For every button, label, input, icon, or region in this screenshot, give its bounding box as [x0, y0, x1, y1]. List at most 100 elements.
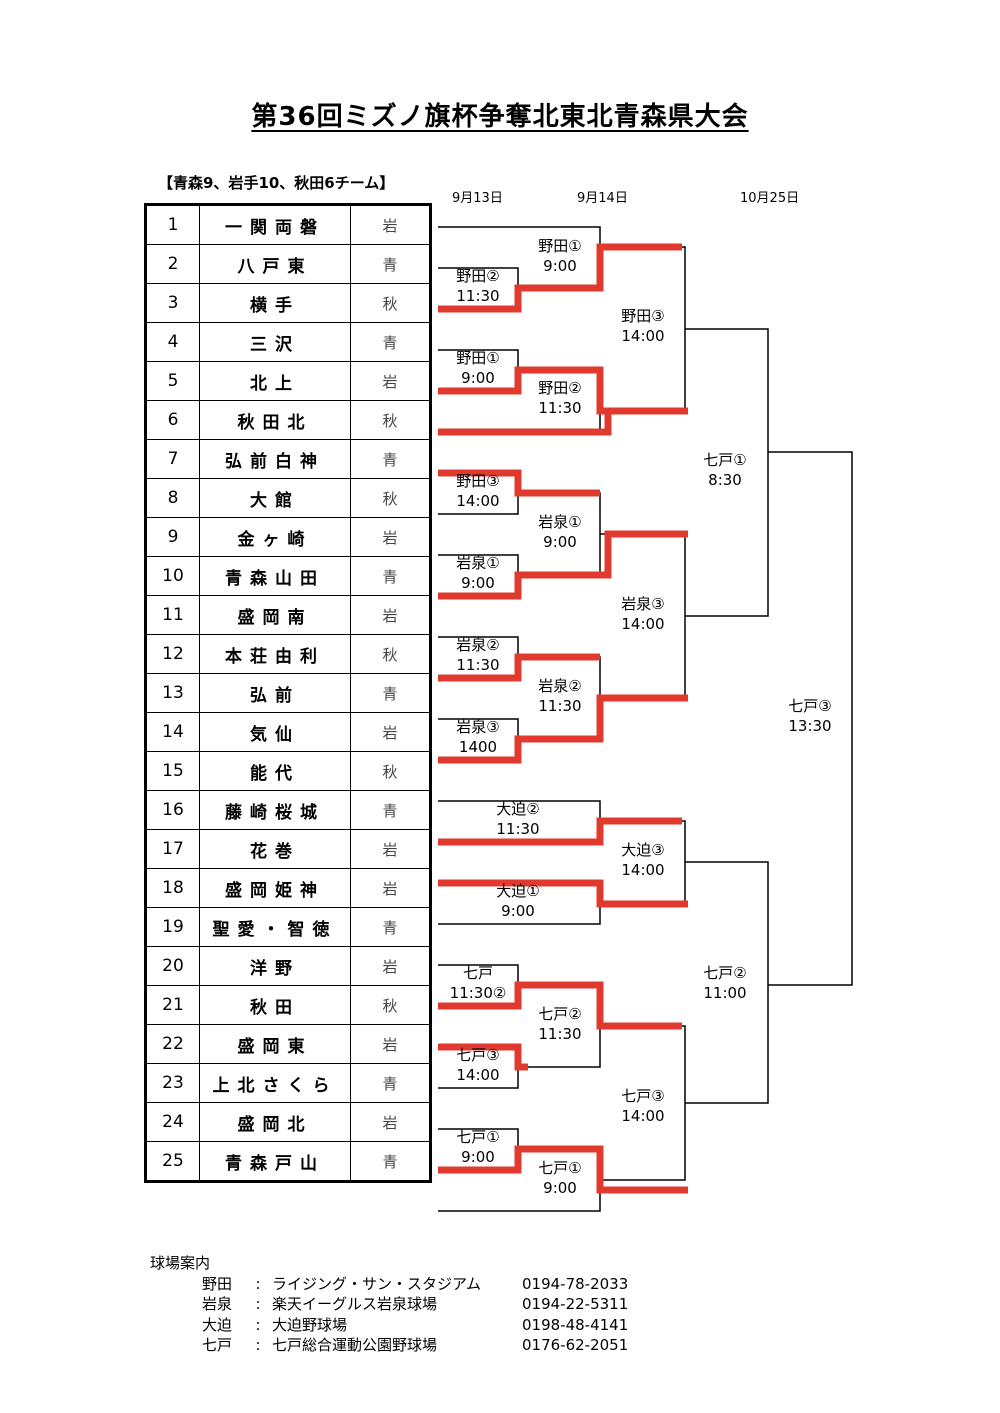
bracket-line: [685, 861, 769, 1104]
venue-separator: :: [255, 1336, 261, 1354]
game-time: 9:00: [543, 533, 577, 551]
date-round-2: 9月14日: [577, 191, 628, 206]
game-venue: 大迫②: [496, 800, 540, 818]
venue-phone: 0194-78-2033: [522, 1274, 629, 1293]
game-time: 9:00: [461, 574, 495, 592]
winner-path: [438, 469, 600, 497]
venue-separator: :: [255, 1315, 261, 1334]
team-prefecture: 岩: [350, 1024, 431, 1064]
game-venue: 岩泉③: [456, 718, 500, 736]
game-venue: 野田①: [456, 349, 500, 367]
team-name: 洋野: [199, 946, 351, 986]
game-label: 岩泉① 9:00: [456, 554, 500, 592]
team-name: 花巻: [199, 829, 351, 869]
game-venue: 岩泉②: [456, 636, 500, 654]
game-label: 岩泉③ 14:00: [621, 595, 665, 633]
game-venue: 大迫③: [621, 841, 665, 859]
venue-phone: 0198-48-4141: [522, 1315, 629, 1334]
game-venue: 岩泉③: [621, 595, 665, 613]
game-time: 11:30: [456, 656, 500, 674]
team-count-subtitle: 【青森9、岩手10、秋田6チーム】: [158, 174, 395, 192]
team-number: 14: [145, 712, 200, 752]
game-venue: 七戸①: [538, 1159, 582, 1177]
team-prefecture: 岩: [350, 829, 431, 869]
team-name: 大館: [199, 478, 351, 518]
team-prefecture: 岩: [350, 946, 431, 986]
venue-separator: :: [255, 1295, 261, 1313]
game-venue: 岩泉①: [538, 513, 582, 531]
team-name: 青森山田: [199, 556, 351, 596]
team-prefecture: 青: [350, 556, 431, 596]
game-time: 11:00: [703, 984, 747, 1002]
team-name: 金ヶ崎: [199, 517, 351, 557]
game-time: 11:30: [496, 820, 540, 838]
game-time: 14:00: [456, 1066, 500, 1084]
team-prefecture: 岩: [350, 1102, 431, 1142]
winner-path: [438, 981, 682, 1030]
venue-row: 大迫: 大迫野球場 0198-48-4141: [202, 1315, 628, 1336]
team-number: 21: [145, 985, 200, 1025]
game-time: 13:30: [788, 717, 832, 735]
game-venue: 野田①: [538, 237, 582, 255]
game-time: 11:30: [456, 287, 500, 305]
game-label: 野田① 9:00: [538, 237, 582, 275]
game-time: 9:00: [461, 369, 495, 387]
team-number: 2: [145, 244, 200, 284]
winner-path: [438, 243, 682, 313]
game-time: 11:30②: [449, 984, 507, 1002]
game-venue: 野田②: [538, 379, 582, 397]
game-time: 9:00: [543, 257, 577, 275]
game-time: 14:00: [621, 615, 665, 633]
game-label: 野田② 11:30: [538, 379, 582, 417]
team-name: 北上: [199, 361, 351, 401]
winner-path: [438, 530, 688, 600]
game-venue: 七戸①: [456, 1128, 500, 1146]
team-name: 能代: [199, 751, 351, 791]
venue-guide-heading: 球場案内: [150, 1254, 211, 1272]
team-name: 藤崎桜城: [199, 790, 351, 830]
team-number: 19: [145, 907, 200, 947]
team-number: 11: [145, 595, 200, 635]
team-number: 15: [145, 751, 200, 791]
team-name: 三沢: [199, 322, 351, 362]
team-prefecture: 秋: [350, 478, 431, 518]
game-label: 野田① 9:00: [456, 349, 500, 387]
venue-separator: :: [255, 1274, 261, 1293]
game-time: 11:30: [538, 1025, 582, 1043]
venue-phone: 0194-22-5311: [522, 1295, 629, 1313]
team-number: 23: [145, 1063, 200, 1103]
team-name: 本荘由利: [199, 634, 351, 674]
venue-full-name: 大迫野球場: [272, 1315, 348, 1334]
team-number: 25: [145, 1141, 200, 1182]
game-venue: 岩泉①: [456, 554, 500, 572]
game-venue: 大迫①: [496, 882, 540, 900]
venue-full-name: ライジング・サン・スタジアム: [272, 1274, 481, 1293]
venue-short-name: 大迫: [202, 1315, 233, 1334]
team-prefecture: 青: [350, 790, 431, 830]
game-time: 11:30: [538, 399, 582, 417]
team-prefecture: 岩: [350, 204, 431, 245]
team-number: 18: [145, 868, 200, 908]
